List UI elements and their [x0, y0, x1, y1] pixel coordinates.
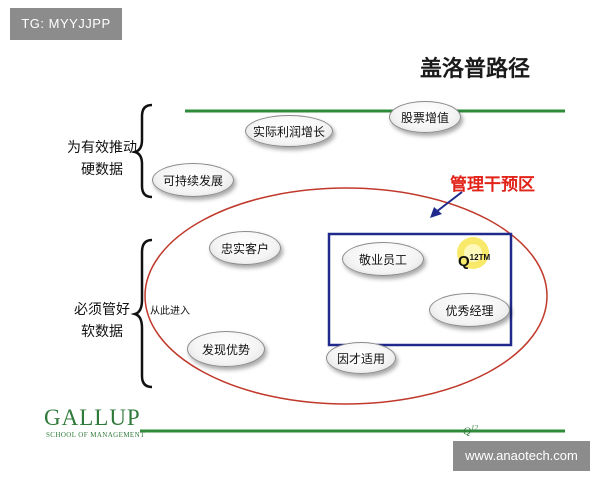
watermark-bottom-right: www.anaotech.com — [453, 441, 590, 471]
management-box — [327, 232, 513, 347]
bubble-profit-growth: 实际利润增长 — [245, 115, 333, 147]
hard-data-line2: 硬数据 — [81, 162, 123, 178]
bubble-right-fit: 因才适用 — [326, 342, 396, 374]
bubble-loyal-customers: 忠实客户 — [209, 231, 281, 265]
hard-data-label: 为有效推动 硬数据 — [56, 137, 148, 181]
intervention-arrow — [435, 191, 463, 213]
bubble-find-strengths: 发现优势 — [187, 331, 265, 367]
gallup-logo: GALLUP — [44, 405, 141, 430]
gallup-logo-subtitle: SCHOOL OF MANAGEMENT — [46, 431, 145, 439]
soft-data-line1: 必须管好 — [74, 302, 130, 318]
soft-data-ellipse — [144, 187, 548, 405]
soft-data-label: 必须管好 软数据 — [56, 299, 148, 343]
hard-data-bracket — [130, 103, 153, 199]
entry-label: 从此进入 — [150, 306, 190, 317]
page-title: 盖洛普路径 — [420, 56, 531, 82]
bubble-sustainable: 可持续发展 — [152, 163, 234, 197]
bubble-good-managers: 优秀经理 — [429, 293, 510, 327]
bubble-engaged-employees: 敬业员工 — [342, 242, 424, 276]
soft-data-bracket — [130, 238, 153, 389]
q12-badge-text: Q — [458, 253, 470, 270]
bubble-stock-growth: 股票增值 — [389, 101, 461, 133]
hard-data-line1: 为有效推动 — [67, 140, 137, 156]
q12-glow-core — [464, 244, 482, 262]
watermark-top-left: TG: MYYJJPP — [10, 8, 122, 40]
q12-footer-sup: 12 — [470, 424, 478, 432]
q12-badge-sup: 12TM — [469, 253, 491, 262]
q12-footer-q: Q — [463, 425, 471, 438]
soft-data-line2: 软数据 — [81, 324, 123, 340]
management-intervention-label: 管理干预区 — [450, 175, 535, 195]
q12-badge: Q12TM — [458, 253, 490, 270]
q12-footer-mark: Q12 — [463, 424, 478, 438]
intervention-arrowhead — [430, 207, 442, 218]
